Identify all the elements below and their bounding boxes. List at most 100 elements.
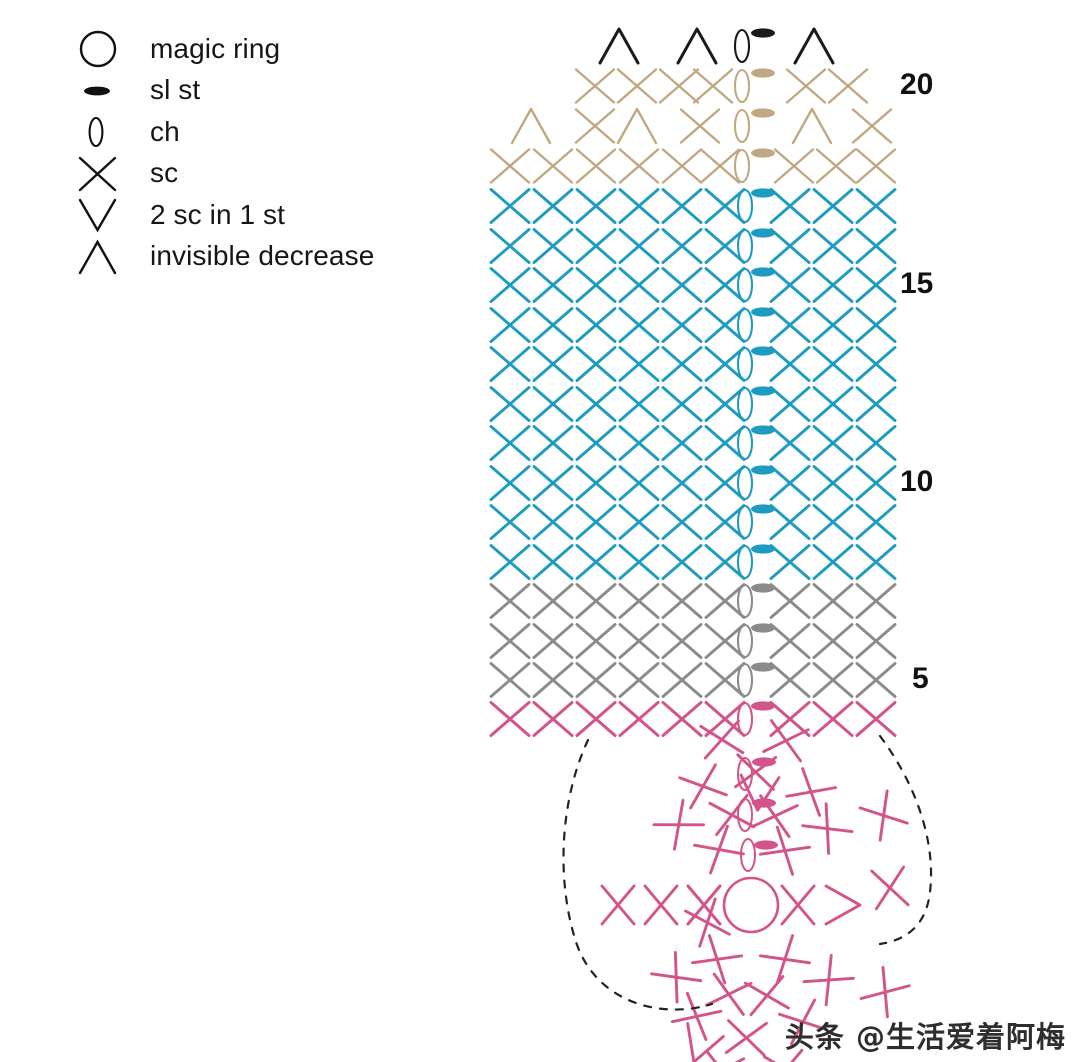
- sc-stitch: [769, 583, 811, 619]
- slip-stitch: [751, 425, 775, 435]
- chain-stitch: [736, 701, 754, 737]
- sc-stitch: [574, 68, 616, 104]
- chart-row-20: [574, 68, 869, 104]
- sc-stitch: [643, 884, 679, 926]
- chain-stitch: [736, 425, 754, 461]
- slip-stitch: [751, 504, 775, 514]
- sc-stitch: [661, 544, 703, 580]
- invisible-decrease-stitch: [510, 107, 552, 145]
- chain-stitch: [736, 465, 754, 501]
- sc-stitch: [489, 148, 531, 184]
- invisible-decrease-stitch: [676, 27, 718, 65]
- sc-stitch: [750, 804, 799, 829]
- magic-ring-rounds: [600, 719, 911, 1062]
- sc-stitch: [532, 267, 574, 303]
- chain-stitch: [733, 68, 751, 104]
- sc-stitch: [704, 386, 746, 422]
- sc-stitch: [658, 68, 700, 104]
- sc-stitch-round: [704, 972, 753, 1016]
- sc-stitch-round: [762, 719, 810, 763]
- sc-stitch: [618, 425, 660, 461]
- slip-stitch: [751, 188, 775, 198]
- sc-stitch: [812, 307, 854, 343]
- sc-stitch: [749, 975, 785, 1017]
- chart-row-19: [510, 107, 893, 145]
- sc-stitch: [812, 267, 854, 303]
- sc-stitch: [661, 425, 703, 461]
- sc-stitch: [489, 623, 531, 659]
- sc-stitch: [758, 845, 811, 856]
- slip-stitch: [751, 267, 775, 277]
- invisible-decrease-stitch: [616, 107, 658, 145]
- sc-stitch: [881, 965, 889, 1019]
- sc-stitch: [489, 544, 531, 580]
- slip-stitch: [751, 148, 775, 158]
- legend-item-magic-ring: magic ring: [70, 28, 470, 70]
- chain-stitch: [736, 662, 754, 698]
- sc-stitch: [616, 68, 658, 104]
- sc-stitch-round: [778, 998, 829, 1046]
- outline-left: [562, 738, 714, 1011]
- spiral-rounds-layer: [600, 719, 911, 1062]
- sc-stitch: [575, 662, 617, 698]
- sc-stitch: [870, 869, 910, 907]
- sc-stitch: [575, 583, 617, 619]
- chain-stitch: [736, 504, 754, 540]
- invisible-decrease-stitch: [793, 27, 835, 65]
- slip-stitch: [751, 68, 775, 78]
- sc-stitch: [489, 267, 531, 303]
- sc-stitch: [769, 544, 811, 580]
- sc-stitch: [575, 267, 617, 303]
- sc-stitch: [855, 465, 897, 501]
- chain-stitch: [736, 188, 754, 224]
- sc-stitch: [532, 346, 574, 382]
- sc-stitch: [618, 465, 660, 501]
- sc-stitch: [575, 701, 617, 737]
- sc-stitch: [489, 228, 531, 264]
- invisible-decrease-stitch: [686, 1022, 725, 1062]
- legend-label-sl-st: sl st: [150, 74, 201, 106]
- sc-stitch: [618, 623, 660, 659]
- sc-stitch: [769, 425, 811, 461]
- slip-stitch: [751, 228, 775, 238]
- sc-stitch: [724, 1021, 768, 1055]
- sc-stitch: [650, 972, 703, 983]
- sc-stitch-round: [780, 884, 816, 926]
- chart-row-13: [489, 346, 897, 382]
- sc-stitch: [704, 981, 753, 1007]
- chain-stitch: [736, 386, 754, 422]
- slip-stitch-icon: [70, 70, 126, 112]
- sc-stitch: [769, 662, 811, 698]
- chain-icon: [70, 111, 126, 153]
- sc-stitch: [855, 544, 897, 580]
- row-number-label: 5: [912, 662, 929, 695]
- sc-stitch: [704, 425, 746, 461]
- sc-stitch: [532, 583, 574, 619]
- sc-stitch-round: [643, 884, 679, 926]
- sc-stitch-round: [699, 719, 745, 760]
- sc-stitch: [661, 148, 703, 184]
- row-number-label: 15: [900, 267, 934, 300]
- sc-stitch-round: [678, 763, 728, 810]
- slip-stitch: [751, 662, 775, 672]
- sc-stitch-round: [744, 975, 790, 1017]
- legend-label-increase: 2 sc in 1 st: [150, 198, 286, 230]
- sc-stitch: [489, 346, 531, 382]
- slip-stitch: [751, 346, 775, 356]
- chart-row-18: [489, 148, 897, 184]
- invisible-decrease-icon: [70, 236, 126, 278]
- sc-stitch: [769, 188, 811, 224]
- sc-stitch: [532, 386, 574, 422]
- increase-round: [739, 773, 781, 812]
- sc-stitch: [575, 544, 617, 580]
- chain-stitch: [736, 623, 754, 659]
- outline-right: [878, 734, 933, 946]
- sc-stitch: [812, 465, 854, 501]
- sc-stitch: [715, 793, 749, 837]
- legend-label-ch: ch: [150, 115, 180, 147]
- sc-stitch-round: [870, 865, 910, 911]
- legend-label-sc: sc: [150, 157, 179, 189]
- sc-stitch-round: [708, 793, 756, 837]
- slip-stitch: [751, 623, 775, 633]
